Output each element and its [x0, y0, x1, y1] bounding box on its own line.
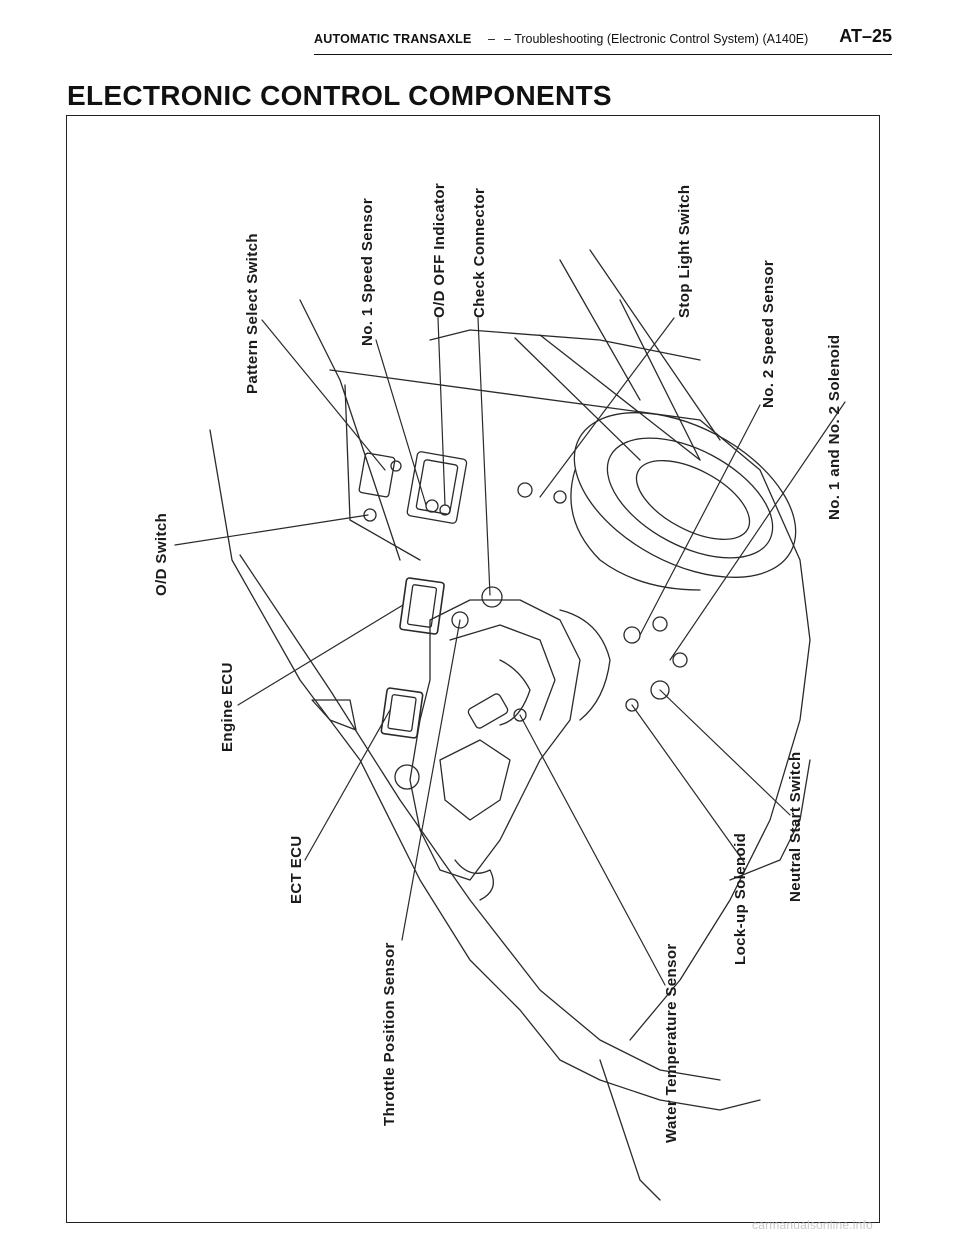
label-od-switch: O/D Switch: [153, 512, 170, 596]
label-ect-ecu: ECT ECU: [288, 835, 305, 904]
label-no1-speed-sensor: No. 1 Speed Sensor: [359, 197, 376, 346]
ecu-boxes: [380, 577, 445, 739]
leader-lines: [174, 317, 846, 986]
label-throttle-position-sensor: Throttle Position Sensor: [381, 942, 398, 1126]
diagram-frame: [66, 115, 880, 1223]
header-subsection: – Troubleshooting (Electronic Control Sy…: [504, 32, 809, 46]
label-neutral-start-switch: Neutral Start Switch: [787, 751, 804, 902]
page-number: AT–25: [839, 26, 892, 46]
header-separator: –: [488, 32, 495, 46]
label-engine-ecu: Engine ECU: [219, 662, 236, 752]
label-check-connector: Check Connector: [471, 187, 488, 318]
watermark: carmanualsonline.info: [752, 1218, 873, 1232]
label-lockup-solenoid: Lock-up Solenoid: [732, 832, 749, 965]
header-section: AUTOMATIC TRANSAXLE: [314, 32, 472, 46]
header-rule: [314, 54, 892, 55]
label-no1-no2-solenoid: No. 1 and No. 2 Solenoid: [826, 334, 843, 520]
instrument-cluster: [358, 451, 688, 722]
page-header: AUTOMATIC TRANSAXLE – – Troubleshooting …: [314, 26, 892, 58]
label-no2-speed-sensor: No. 2 Speed Sensor: [760, 259, 777, 408]
label-stop-light-switch: Stop Light Switch: [676, 184, 693, 318]
engine-block: [394, 599, 611, 901]
label-pattern-select-switch: Pattern Select Switch: [244, 233, 261, 394]
label-water-temperature-sensor: Water Temperature Sensor: [663, 943, 680, 1143]
label-od-off-indicator: O/D OFF Indicator: [431, 182, 448, 318]
vehicle-body-outline: [209, 249, 811, 1201]
page-title: ELECTRONIC CONTROL COMPONENTS: [67, 80, 612, 111]
